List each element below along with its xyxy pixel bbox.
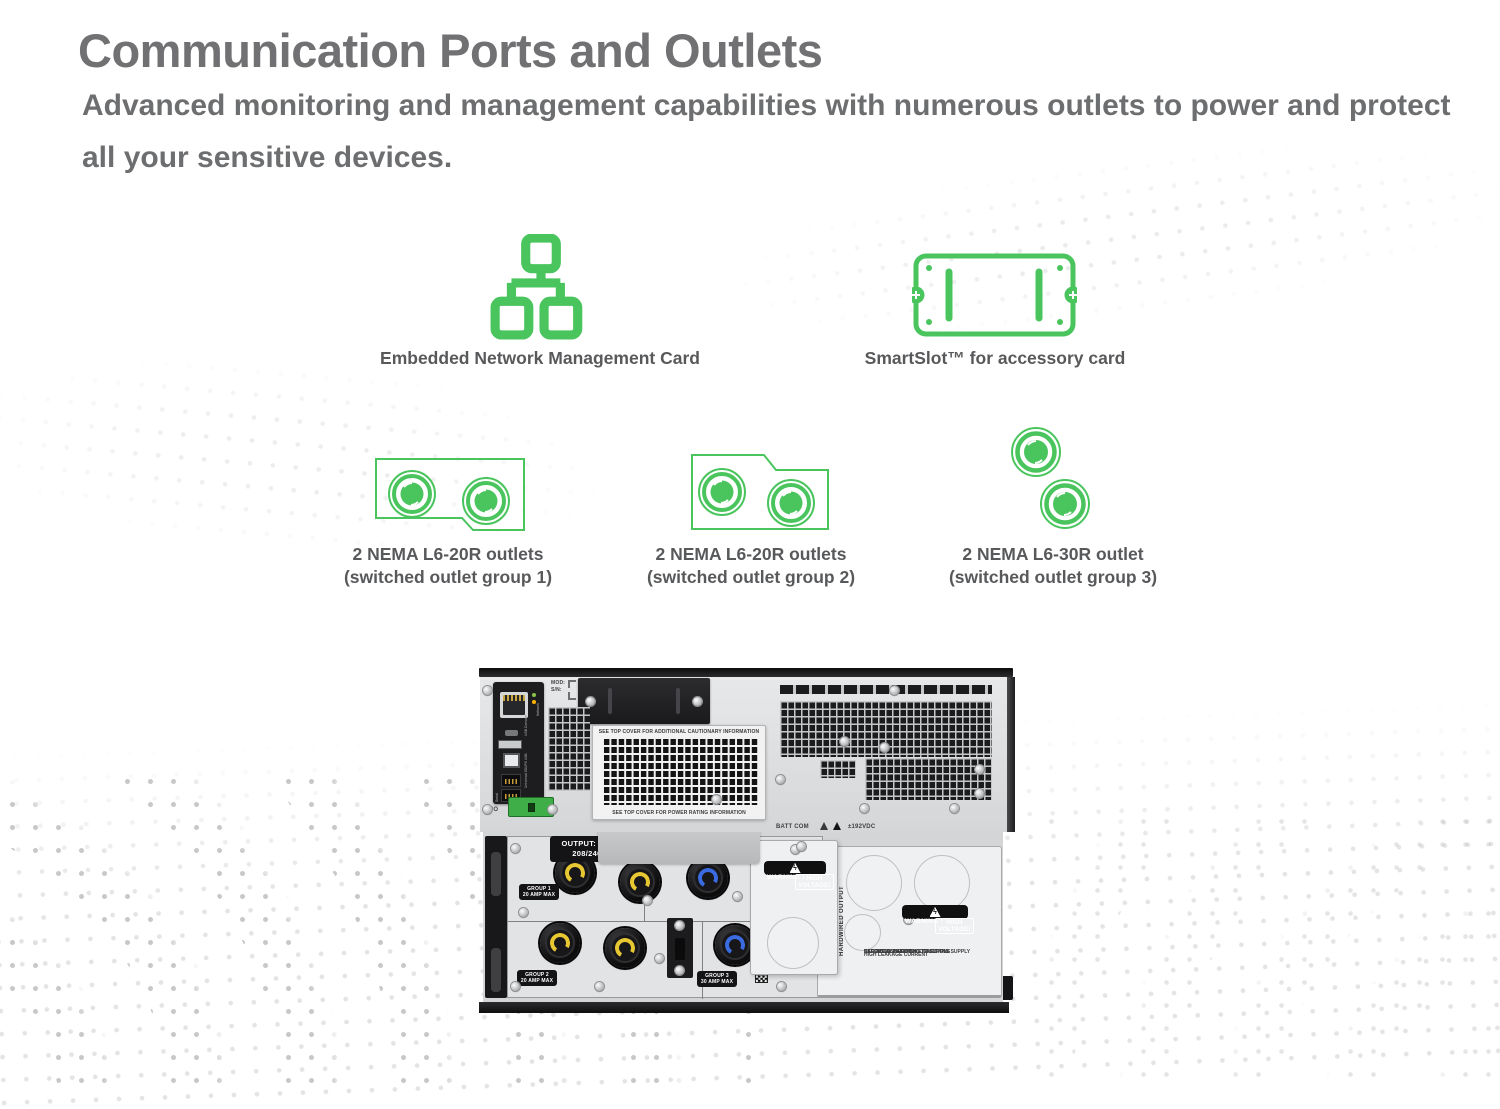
ups-usb-label: UPS USB [525,753,529,768]
outlet-l6-20r-4 [605,928,645,968]
cable-mount [667,918,693,978]
communication-panel: Network USB Console UPS USB Universal I/… [493,682,544,804]
vent-grid-lower-right [865,758,992,800]
hardwired-output-label: HARDWIRED OUTPUT [839,885,845,956]
outlet-l6-30r-1 [688,858,728,898]
smartslot-card-icon [912,253,1077,337]
mod-label: MOD: [551,680,566,686]
usb-console-label: USB Console [525,715,529,736]
network-tree-icon [490,234,583,340]
outlet-group-1-line2: (switched outlet group 1) [343,567,553,587]
rear-lower-section: GROUP 1 20 AMP MAX GROUP 2 20 AMP MAX GR… [483,832,1003,1002]
outlet-group-2-label: 2 NEMA L6-20R outlets (switched outlet g… [626,543,876,589]
outlet-l6-30r-2 [715,925,755,965]
page-subtitle: Advanced monitoring and management capab… [82,89,1451,174]
outlet-group-3-label: 2 NEMA L6-30R outlet (switched outlet gr… [928,543,1178,589]
left-rail [485,836,507,998]
outlet-group-3-line1: 2 NEMA L6-30R outlet [962,544,1144,564]
vent-grid-left [548,707,590,791]
rear-upper-section: Network USB Console UPS USB Universal I/… [480,677,1015,832]
outlet-group-3-icon [1011,427,1090,529]
ground-screw-1 [975,765,984,774]
outlet-l6-20r-2 [620,862,660,902]
warning-triangle-filled-icon [833,822,841,830]
universal-io-label: Universal I/O [525,767,529,788]
ups-usb-port [503,753,520,768]
ground-screw-2 [975,789,984,798]
vent-dashes-top [780,685,992,694]
batt-com-label: BATT COM [776,824,809,830]
outlet-group-1-line1: 2 NEMA L6-20R outlets [352,544,544,564]
ups-rear-panel: Network USB Console UPS USB Universal I/… [477,660,1015,1018]
high-voltage-warning-label-2: ! ϟ WARNING ! HIGH VOLTAGE! [902,905,974,934]
knockout-circle-2 [914,855,970,911]
page-title: Communication Ports and Outlets [78,24,823,78]
outlet-group-2-icon [691,454,829,530]
knockout-circle-3 [844,914,881,951]
power-rating-caution-text: SEE TOP COVER FOR POWER RATING INFORMATI… [612,810,746,816]
group1-label: GROUP 1 20 AMP MAX [519,884,559,900]
hardwired-output-panel: ! ϟ WARNING ! HIGH VOLTAGE! [750,840,838,975]
network-port-label: Network [537,702,541,716]
vent-grid-step [820,760,856,778]
outlet-group-1-icon [375,458,525,531]
chassis-right-edge [1007,677,1015,832]
outlet-group-1-label: 2 NEMA L6-20R outlets (switched outlet g… [323,543,573,589]
nmc-label: Embedded Network Management Card [380,348,700,368]
usb-console-port [505,730,518,736]
knockout-circle-1 [846,855,902,911]
knockout-circle-4 [767,917,819,969]
warning-triangle-icon [820,822,828,830]
network-led-amber [532,700,536,704]
network-led-green [532,693,536,697]
outlet-group-3-line2: (switched outlet group 3) [948,567,1158,587]
usb-a-port [498,740,522,749]
epo-terminal-block [508,797,554,817]
slot-cover-plate [578,678,710,724]
universal-io-port [501,774,521,787]
warning-lightning-icon: ϟ [789,863,801,873]
group2-label: GROUP 2 20 AMP MAX [517,970,557,986]
warning-lightning-icon: ϟ [929,907,941,917]
outlet-group-2-line1: 2 NEMA L6-20R outlets [655,544,847,564]
background-dots-bottom-right [1040,810,1500,1080]
high-voltage-warning-label-1: ! ϟ WARNING ! HIGH VOLTAGE! [764,861,834,890]
ethernet-port [500,692,528,718]
top-cover-caution-text: SEE TOP COVER FOR ADDITIONAL CAUTIONARY … [598,729,760,735]
center-vent-panel: SEE TOP COVER FOR ADDITIONAL CAUTIONARY … [592,725,766,820]
group3-label: GROUP 3 30 AMP MAX [697,971,737,987]
smartslot-label: SmartSlot™ for accessory card [864,348,1126,368]
chassis-bottom-edge [479,1002,1009,1013]
sn-label: S/N: [551,687,562,693]
outlet-group-2-line2: (switched outlet group 2) [646,567,856,587]
chassis-top-edge [479,668,1013,677]
dc-rating-label: ±192VDC [848,824,876,830]
outlet-l6-20r-3 [540,923,580,963]
center-vent-grid [602,737,758,805]
hardwire-access-panel: ! ϟ WARNING ! HIGH VOLTAGE! SEE INSTALLA… [817,846,1002,998]
serial-port-label: Serial [496,793,500,802]
